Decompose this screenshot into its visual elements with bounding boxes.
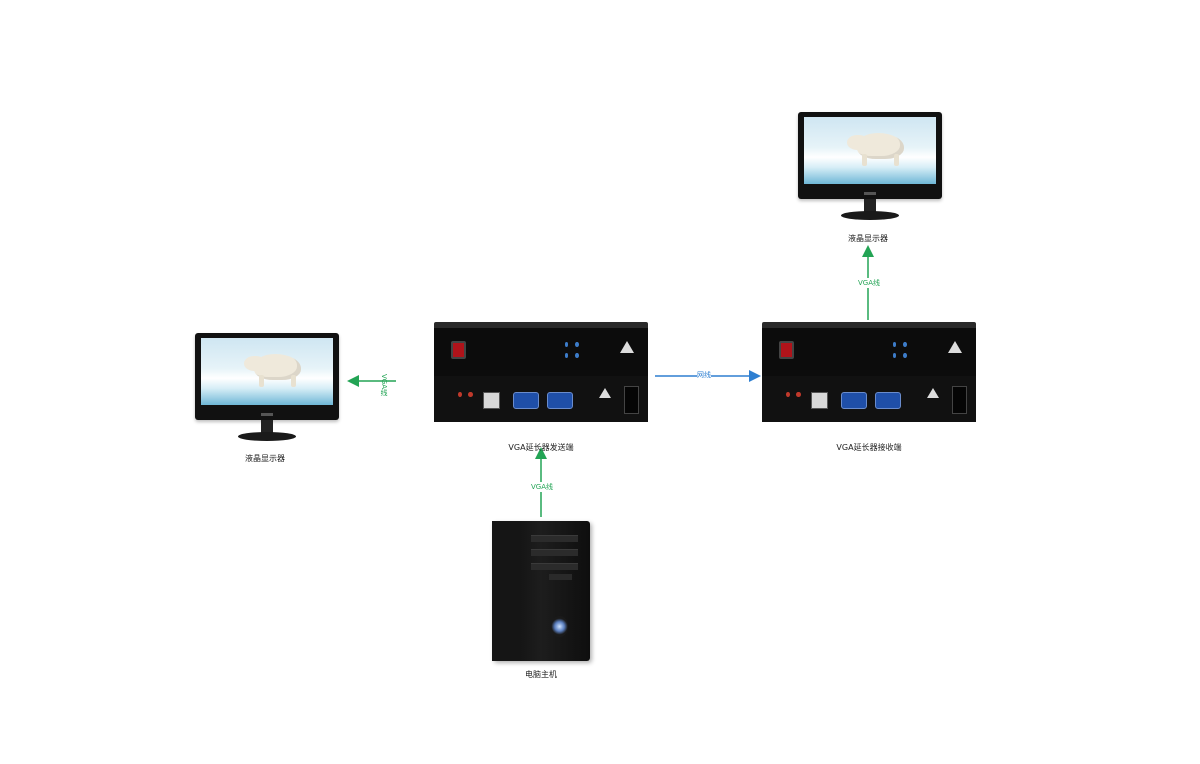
rj45-port	[483, 391, 501, 410]
monitor-bezel	[798, 112, 942, 200]
drive-bay	[531, 549, 579, 556]
device-front-panel	[762, 328, 976, 377]
wire-label-left-vga: VGA线	[380, 374, 388, 397]
monitor-screen	[803, 117, 937, 184]
indicator-led	[564, 352, 568, 358]
vga-input-port	[875, 391, 901, 410]
pc-tower	[492, 521, 590, 661]
indicator-led	[892, 342, 896, 348]
pc-label: 电脑主机	[525, 670, 557, 679]
monitor-bezel	[195, 333, 339, 421]
monitor-brand-mark	[864, 192, 876, 195]
polar-bear-head	[847, 135, 869, 150]
vga-extender-sender	[434, 322, 648, 422]
brand-logo-icon	[948, 341, 963, 354]
drive-bay	[531, 535, 579, 542]
monitor-neck	[261, 420, 273, 434]
polar-bear-leg	[893, 153, 900, 166]
power-switch	[779, 341, 794, 359]
audio-port	[468, 391, 473, 398]
audio-port	[457, 391, 463, 398]
indicator-led	[575, 342, 579, 348]
vga-extender-receiver	[762, 322, 976, 422]
top-monitor-label: 液晶显示器	[848, 234, 888, 243]
sender-label: VGA延长器发送端	[508, 443, 574, 452]
power-inlet	[624, 386, 640, 414]
polar-bear-leg	[862, 153, 868, 166]
power-inlet	[952, 386, 968, 414]
left-monitor	[195, 333, 339, 445]
indicator-led	[564, 342, 568, 348]
polar-bear-head	[244, 356, 266, 371]
warning-icon	[598, 387, 611, 398]
monitor-stand	[238, 431, 296, 441]
monitor-neck	[864, 199, 876, 213]
receiver-label: VGA延长器接收端	[836, 443, 902, 452]
pc-power-button	[550, 616, 569, 638]
left-monitor-label: 液晶显示器	[245, 454, 285, 463]
device-front-panel	[434, 328, 648, 377]
device-rear-panel	[434, 376, 648, 422]
monitor-screen	[200, 338, 334, 405]
pc-brand-badge	[548, 574, 573, 580]
wire-label-pc-vga: VGA线	[531, 482, 554, 492]
warning-icon	[926, 387, 939, 398]
device-top	[762, 322, 976, 328]
indicator-led	[903, 352, 907, 358]
vga-output-port	[841, 391, 867, 410]
monitor-brand-mark	[261, 413, 273, 416]
device-rear-panel	[762, 376, 976, 422]
vga-output-port	[513, 391, 539, 410]
pc-side-panel	[492, 521, 520, 661]
vga-input-port	[547, 391, 573, 410]
device-top	[434, 322, 648, 328]
wire-label-top-vga: VGA线	[858, 278, 881, 288]
brand-logo-icon	[620, 341, 635, 354]
monitor-stand	[841, 210, 899, 220]
audio-port	[785, 391, 791, 398]
top-monitor	[798, 112, 942, 224]
polar-bear-leg	[290, 374, 297, 387]
drive-bay	[531, 563, 579, 570]
indicator-led	[903, 342, 907, 348]
wire-label-network: 网线	[697, 370, 711, 380]
rj45-port	[811, 391, 829, 410]
indicator-led	[575, 352, 579, 358]
power-switch	[451, 341, 466, 359]
polar-bear-leg	[259, 374, 265, 387]
indicator-led	[892, 352, 896, 358]
audio-port	[796, 391, 801, 398]
